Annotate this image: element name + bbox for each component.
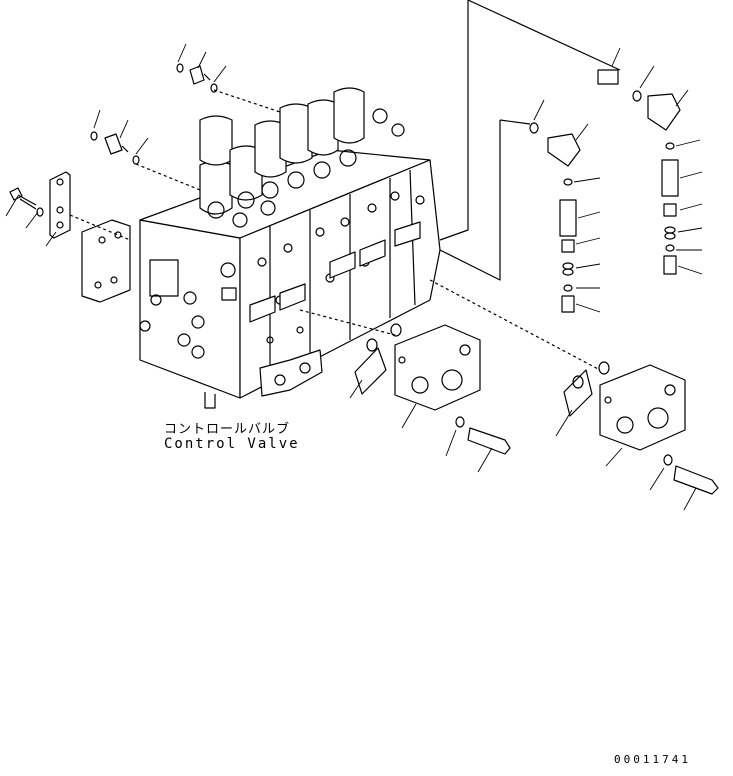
section-covers [299, 279, 719, 495]
caption-english: Control Valve [164, 436, 300, 452]
caption-japanese: コントロールバルブ [164, 422, 291, 437]
drawing-number: 00011741 [614, 753, 691, 766]
fittings-upper-left [90, 63, 281, 191]
control-valve-body [139, 149, 441, 409]
relief-valves [439, 0, 681, 313]
spool-covers [249, 221, 421, 323]
leader-lines [5, 43, 703, 511]
end-plate-left [9, 171, 131, 303]
pilot-caps [199, 87, 405, 228]
